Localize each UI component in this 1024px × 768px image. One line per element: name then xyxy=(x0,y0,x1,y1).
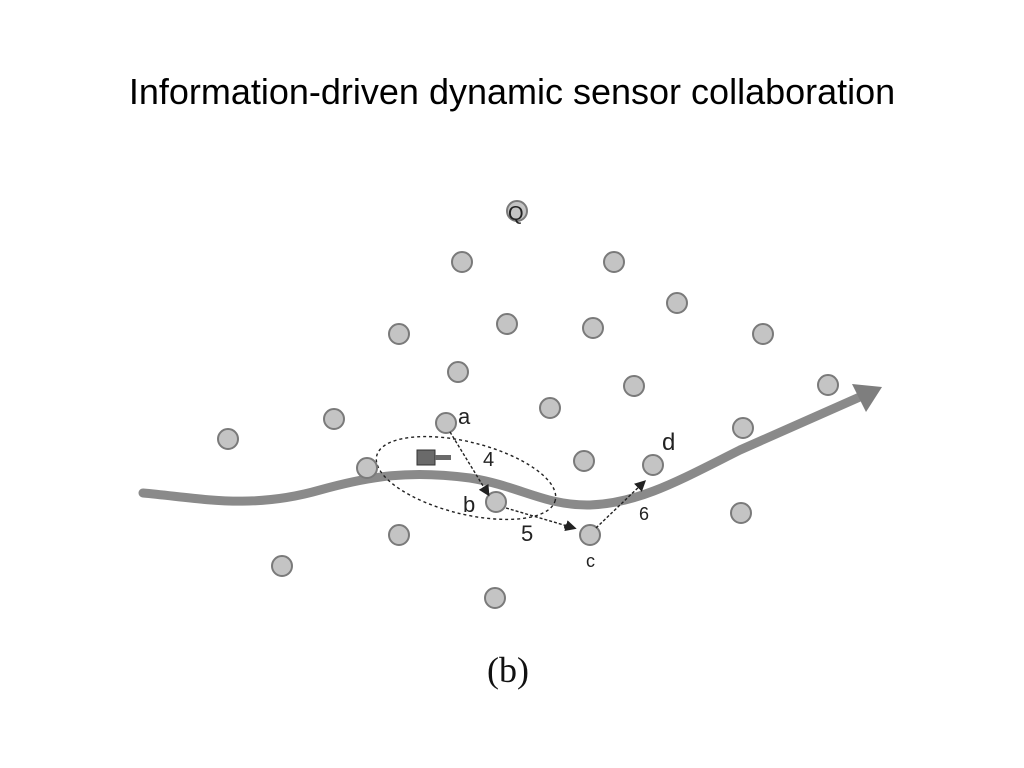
sensor-node xyxy=(579,524,601,546)
sensor-node xyxy=(485,491,507,513)
sensor-node xyxy=(217,428,239,450)
sensor-node xyxy=(388,524,410,546)
figure-caption: (b) xyxy=(487,650,529,690)
sensor-node xyxy=(271,555,293,577)
sensor-node xyxy=(666,292,688,314)
node-label-c: c xyxy=(586,551,595,571)
sensor-node xyxy=(356,457,378,479)
step-label-5: 5 xyxy=(521,521,533,546)
target-trajectory xyxy=(138,391,867,510)
sensor-node xyxy=(603,251,625,273)
sensor-node xyxy=(582,317,604,339)
sensor-node xyxy=(447,361,469,383)
sensor-node xyxy=(388,323,410,345)
sensor-node xyxy=(642,454,664,476)
sensor-node xyxy=(539,397,561,419)
node-label-b: b xyxy=(463,492,475,517)
sensor-node xyxy=(817,374,839,396)
sensor-node xyxy=(496,313,518,335)
sensor-node xyxy=(730,502,752,524)
target-vehicle xyxy=(416,449,451,466)
sensor-node xyxy=(506,200,528,222)
step-label-6: 6 xyxy=(639,504,649,524)
slide-title: Information-driven dynamic sensor collab… xyxy=(128,71,896,112)
sensor-node xyxy=(451,251,473,273)
node-label-d: d xyxy=(662,429,675,456)
hop-a-to-b xyxy=(449,431,490,497)
hop-dot xyxy=(564,524,570,530)
step-label-4: 4 xyxy=(483,449,494,471)
belief-ellipse xyxy=(375,435,557,521)
sensor-node xyxy=(484,587,506,609)
node-label-q: Q xyxy=(508,203,524,225)
sensor-node xyxy=(323,408,345,430)
hop-c-to-d xyxy=(595,480,647,529)
trajectory-arrowhead xyxy=(852,384,882,412)
sensor-node xyxy=(732,417,754,439)
hop-b-to-c xyxy=(505,507,577,532)
sensor-node xyxy=(752,323,774,345)
sensor-node xyxy=(623,375,645,397)
node-label-a: a xyxy=(458,404,471,429)
sensor-node xyxy=(435,412,457,434)
sensor-nodes xyxy=(217,200,839,609)
collaboration-hops xyxy=(449,431,647,532)
sensor-node xyxy=(573,450,595,472)
